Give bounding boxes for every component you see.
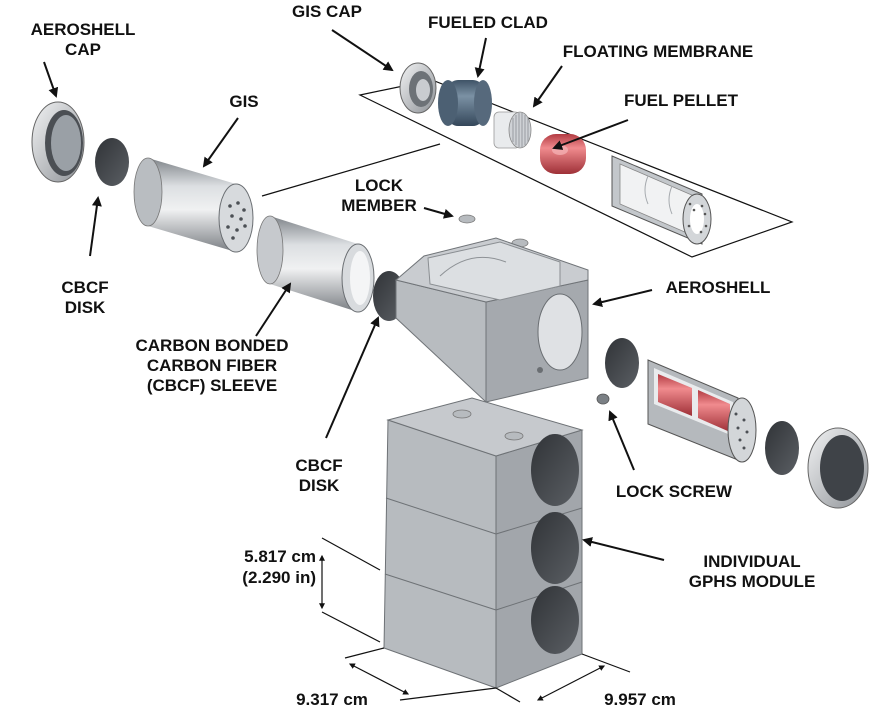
aeroshell-part <box>394 237 589 404</box>
lock-screw-part <box>596 393 610 405</box>
gis-pair-cutaway-part <box>647 359 757 463</box>
gis-cap-part <box>399 62 437 114</box>
label-floating-membrane: FLOATING MEMBRANE <box>562 42 754 61</box>
label-gis-cap: GIS CAP <box>292 2 362 21</box>
fueled-clad-part <box>438 80 492 126</box>
dimension-module-depth: 9.957 cm <box>604 690 676 709</box>
cbcf-disk-far-right-part <box>765 421 799 475</box>
floating-membrane-part <box>493 111 532 149</box>
label-aeroshell: AEROSHELL <box>665 278 771 297</box>
cbcf-disk-right-part <box>605 338 639 388</box>
cbcf-disk-left-part <box>95 138 129 186</box>
gis-cutaway-part <box>611 155 712 245</box>
dimension-lines <box>319 537 631 703</box>
label-fuel-pellet: FUEL PELLET <box>624 91 738 110</box>
aeroshell-cap-part <box>31 101 85 183</box>
dimension-module-height: 5.817 cm(2.290 in) <box>242 547 316 587</box>
leader-arrows <box>43 29 665 561</box>
cbcf-sleeve-part <box>256 215 375 313</box>
gphs-module-stack <box>383 397 584 689</box>
label-gis: GIS <box>229 92 259 111</box>
dimension-module-width: 9.317 cm <box>296 690 368 709</box>
aeroshell-cap-right-part <box>807 427 869 509</box>
fuel-pellet-part <box>540 134 586 174</box>
label-lock-screw: LOCK SCREW <box>615 482 733 501</box>
gis-part <box>133 157 254 253</box>
label-fueled-clad: FUELED CLAD <box>428 13 548 32</box>
